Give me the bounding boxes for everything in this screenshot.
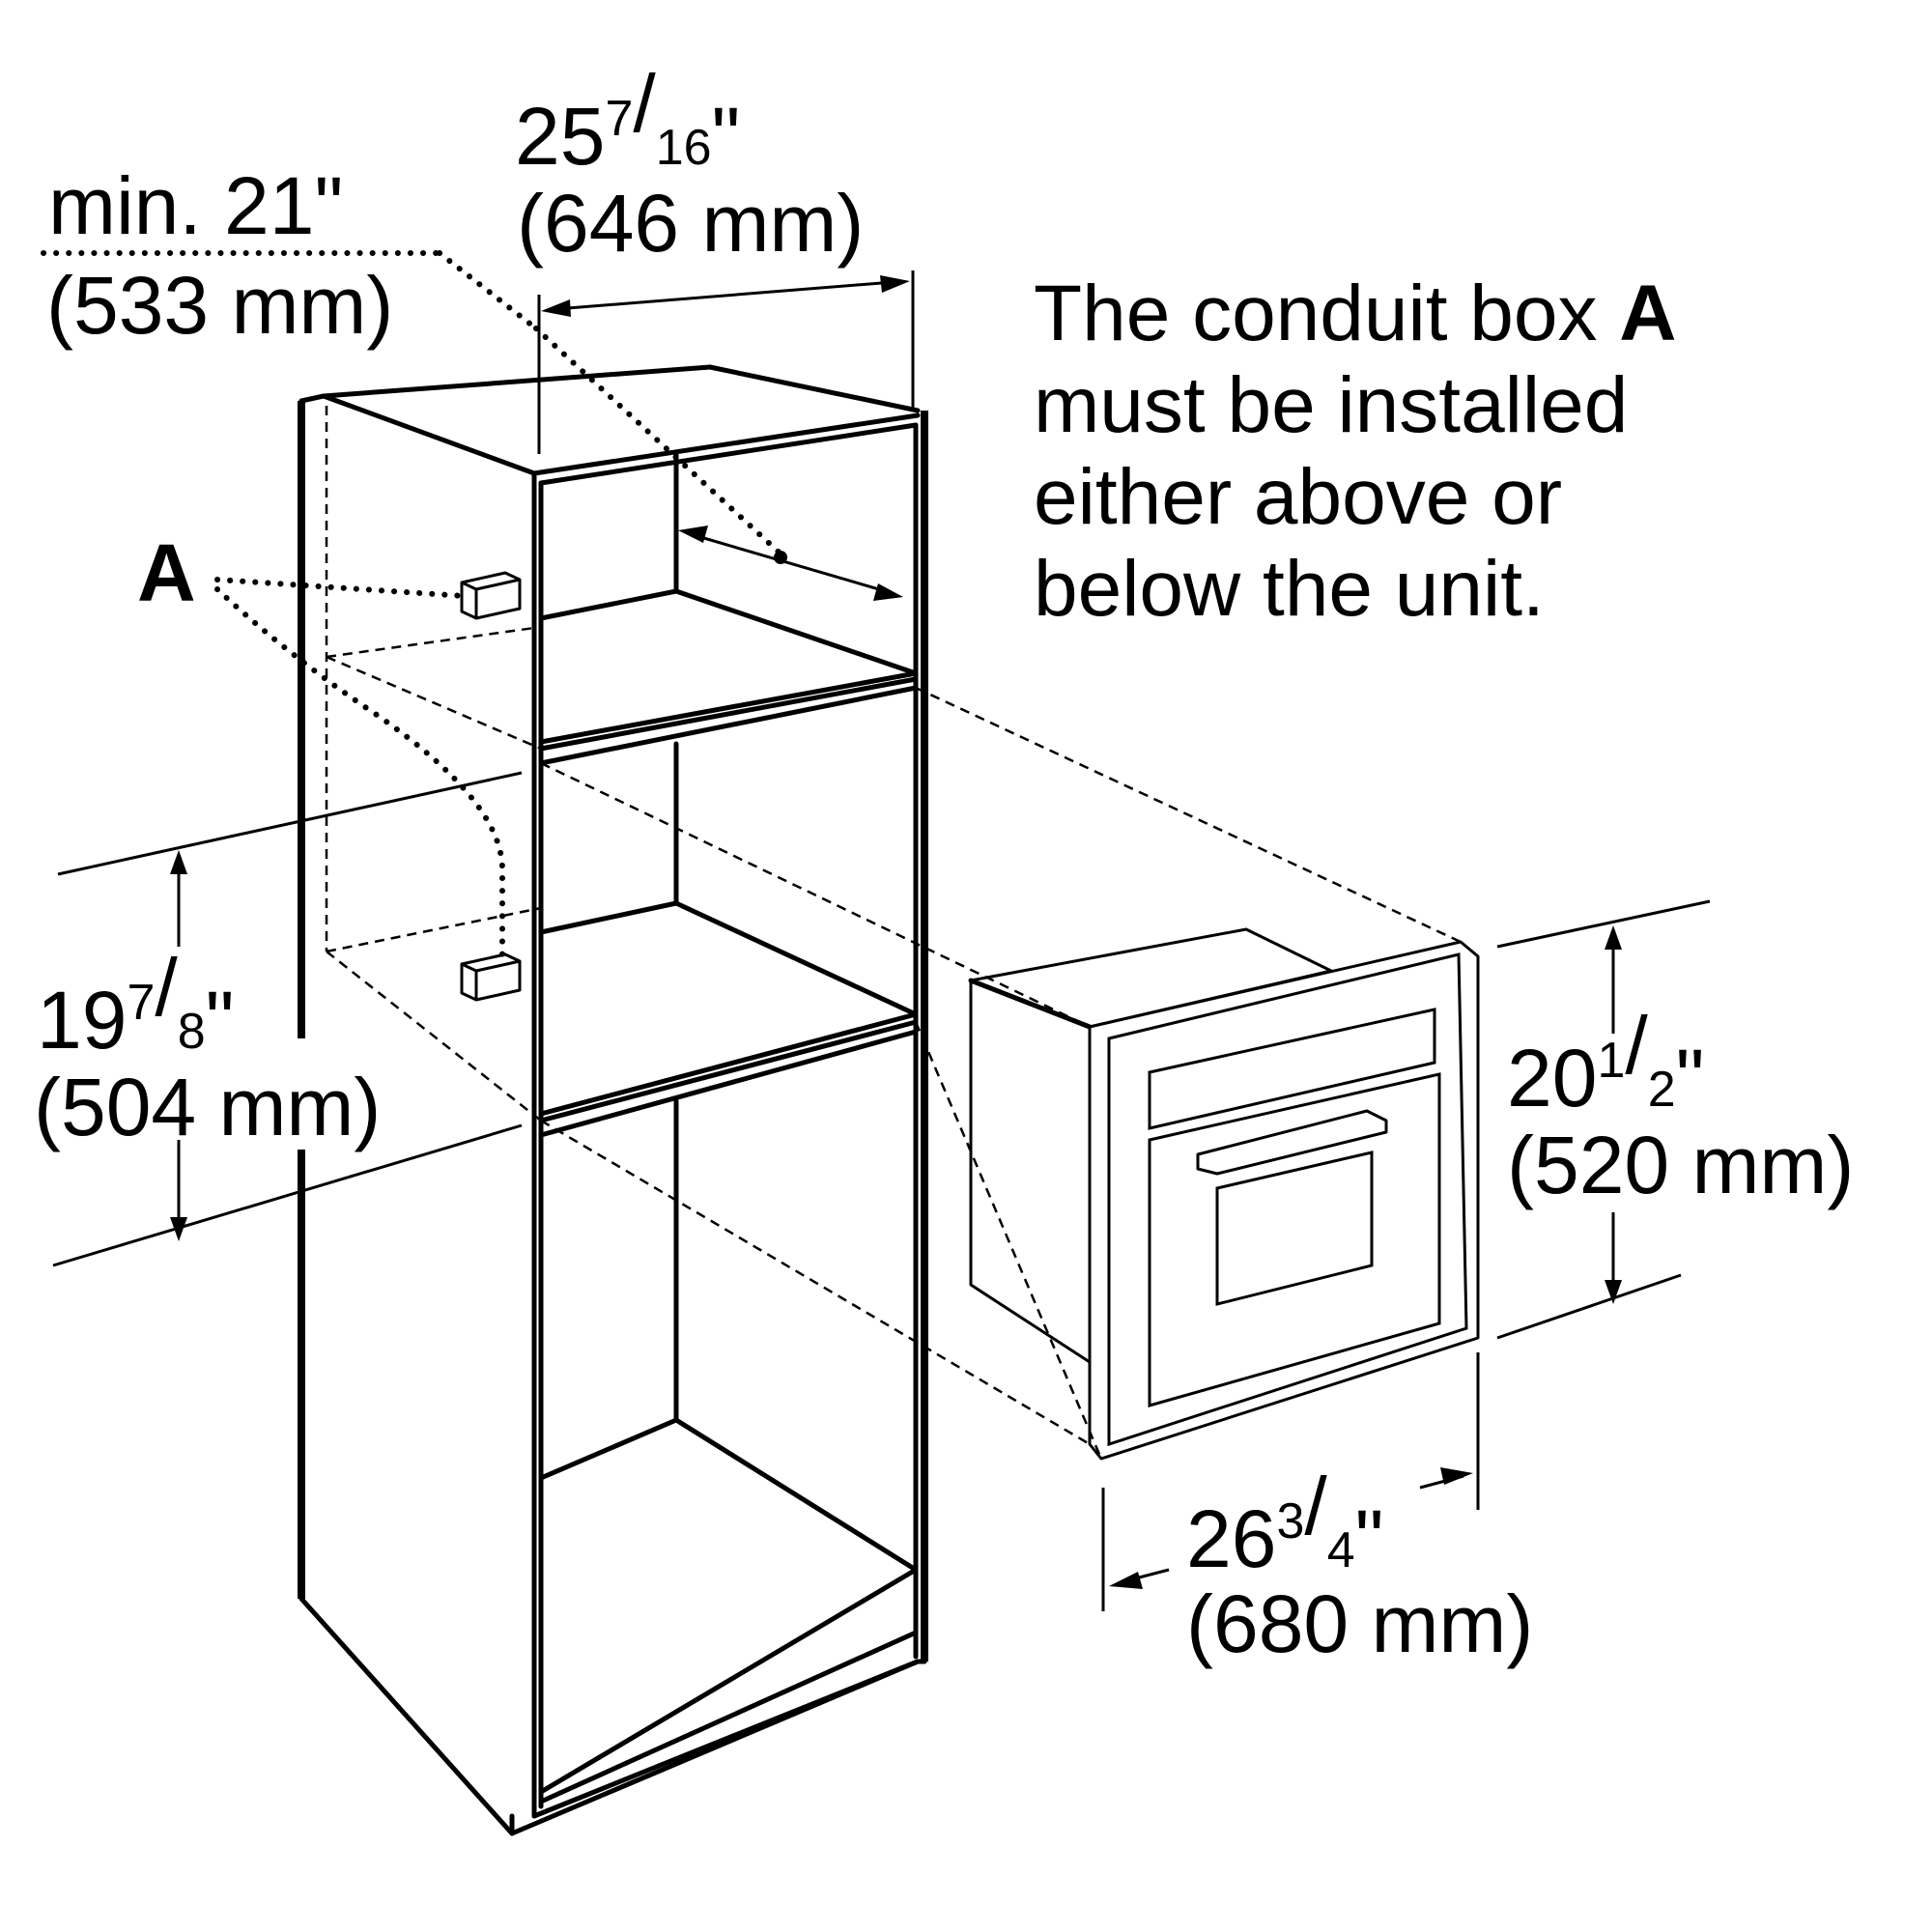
note-line1-text: The conduit box (1034, 270, 1619, 357)
note-line2: must be installed (1034, 361, 1628, 449)
svg-text:197/8": 197/8" (37, 942, 234, 1065)
dim-width-top (41, 250, 915, 558)
oven-height-metric: (520 mm) (1507, 1120, 1854, 1210)
oven-width-num: 3 (1276, 1493, 1304, 1549)
label-oven-height: 201/2" (520 mm) (1507, 1000, 1854, 1210)
svg-text:263/4": 263/4" (1186, 1461, 1383, 1584)
dim-oven-width (1101, 1352, 1480, 1611)
dim-cutout-height (52, 771, 523, 1267)
cabinet (298, 364, 928, 1836)
wall-oven (968, 927, 1480, 1461)
dim-oven-height (1496, 899, 1711, 1340)
svg-text:The conduit box A: The conduit box A (1034, 270, 1677, 357)
width-top-slash: / (633, 58, 656, 149)
conduit-box-label: A (137, 527, 196, 618)
dim-depth-arrow (678, 526, 903, 601)
projection-lines (540, 686, 1462, 1460)
conduit-box-lower (460, 952, 522, 1002)
cutout-height-whole: 19 (37, 975, 127, 1065)
oven-width-metric: (680 mm) (1186, 1578, 1533, 1669)
width-top-den: 16 (656, 120, 712, 176)
cutout-height-den: 8 (178, 1004, 206, 1060)
label-min-depth: min. 21" (533 mm) (46, 160, 393, 351)
oven-height-num: 1 (1597, 1033, 1625, 1089)
oven-height-whole: 20 (1507, 1033, 1597, 1123)
width-top-unit: " (712, 91, 741, 182)
cutout-height-unit: " (206, 975, 235, 1065)
oven-width-whole: 26 (1186, 1493, 1276, 1584)
oven-height-unit: " (1676, 1033, 1705, 1123)
middle-compartment (538, 685, 919, 1123)
installation-note: The conduit box A must be installed eith… (1034, 270, 1677, 633)
oven-width-den: 4 (1327, 1522, 1355, 1578)
cutout-height-num: 7 (127, 975, 155, 1031)
cutout-height-metric: (504 mm) (34, 1062, 381, 1152)
note-line3: either above or (1034, 453, 1562, 541)
conduit-box-upper (460, 571, 522, 620)
top-compartment (538, 422, 919, 752)
oven-height-den: 2 (1648, 1062, 1676, 1118)
note-line4: below the unit. (1034, 545, 1545, 633)
width-top-num: 7 (605, 91, 633, 147)
oven-width-unit: " (1355, 1493, 1384, 1584)
lower-compartment (538, 1029, 919, 1804)
min-depth-inches: min. 21" (48, 160, 343, 251)
svg-text:257/16": 257/16" (515, 58, 740, 182)
conduit-leaders (214, 577, 505, 964)
svg-text:201/2": 201/2" (1507, 1000, 1704, 1123)
note-line1-bold: A (1619, 270, 1676, 357)
min-depth-metric: (533 mm) (46, 260, 393, 351)
width-top-whole: 25 (515, 91, 605, 182)
width-top-metric: (646 mm) (517, 178, 864, 269)
label-oven-width: 263/4" (680 mm) (1186, 1461, 1533, 1669)
label-width-top: 257/16" (646 mm) (515, 58, 864, 269)
label-cutout-height: 197/8" (504 mm) (34, 942, 381, 1152)
